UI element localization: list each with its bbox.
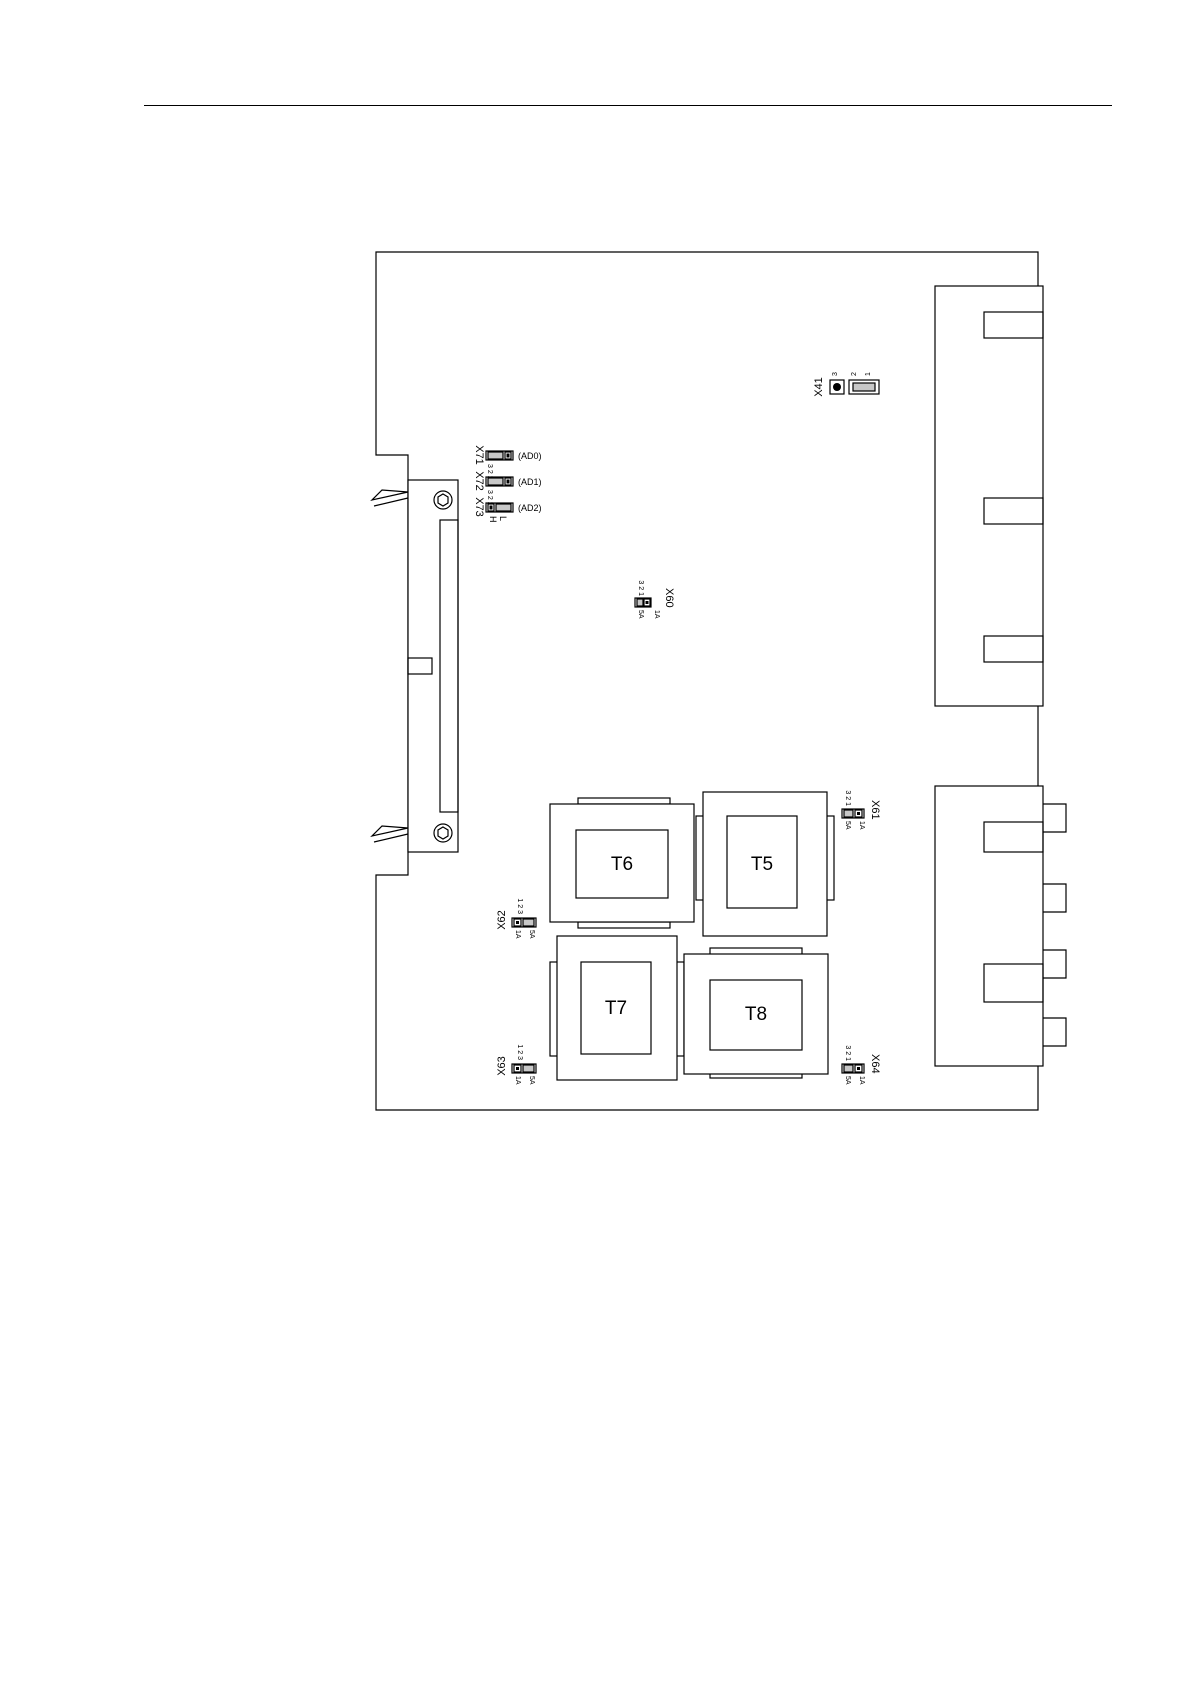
jumper-x73-low: L	[498, 516, 508, 521]
jumper-x60-pins: 3 2 1	[637, 580, 644, 596]
jumper-x64-pins: 3 2 1	[844, 1045, 851, 1061]
jumper-x64-label: X64	[869, 1054, 881, 1074]
jumper-x60-opt-b: 1A	[653, 610, 660, 619]
jumper-x61	[842, 809, 864, 818]
jumper-x62-opt-a: 1A	[514, 930, 521, 939]
transformer-t7-label: T7	[605, 998, 627, 1019]
jumper-x63	[512, 1064, 536, 1073]
jumper-x72-pins: 3 2 1	[486, 490, 493, 506]
jumper-x71	[486, 451, 513, 460]
jumper-x64	[842, 1064, 864, 1073]
jumper-x41-pin2: 2	[851, 372, 858, 376]
jumper-x62-opt-b: 5A	[528, 930, 535, 939]
terminal-block-upper	[935, 286, 1043, 706]
jumper-x71-pins: 3 2 1	[486, 464, 493, 480]
jumper-x63-pins: 1 2 3	[516, 1044, 523, 1060]
jumper-x63-opt-a: 1A	[514, 1076, 521, 1085]
jumper-x41-pin1: 1	[865, 372, 872, 376]
jumper-x71-signal: (AD0)	[518, 451, 542, 461]
jumper-x60-label: X60	[663, 588, 675, 608]
jumper-x60-opt-a: 5A	[637, 610, 644, 619]
jumper-x61-label: X61	[869, 800, 881, 820]
jumper-x41-label: X41	[813, 377, 825, 397]
jumper-x41-pin3: 3	[832, 372, 839, 376]
jumper-x60	[635, 598, 651, 607]
jumper-x62-pins: 1 2 3	[516, 898, 523, 914]
jumper-x61-pins: 3 2 1	[844, 790, 851, 806]
terminal-block-lower	[935, 786, 1066, 1066]
jumper-x64-opt-a: 5A	[844, 1076, 851, 1085]
transformer-t6-label: T6	[611, 854, 633, 875]
jumper-x41	[830, 380, 879, 394]
jumper-x62-label: X62	[496, 910, 508, 930]
transformer-t5-label: T5	[751, 854, 773, 875]
jumper-x61-opt-a: 5A	[844, 821, 851, 830]
jumper-x61-opt-b: 1A	[858, 821, 865, 830]
jumper-x73-signal: (AD2)	[518, 503, 542, 513]
jumper-x72-label: X72	[473, 471, 485, 491]
jumper-x73-label: X73	[473, 497, 485, 517]
jumper-x63-opt-b: 5A	[528, 1076, 535, 1085]
jumper-x73-high: H	[488, 516, 498, 523]
jumper-x71-label: X71	[473, 445, 485, 465]
jumper-x63-label: X63	[496, 1056, 508, 1076]
jumper-x64-opt-b: 1A	[858, 1076, 865, 1085]
transformer-t8-label: T8	[745, 1004, 767, 1025]
jumper-x72-signal: (AD1)	[518, 477, 542, 487]
backplane-connector	[372, 480, 458, 852]
jumper-x62	[512, 918, 536, 927]
